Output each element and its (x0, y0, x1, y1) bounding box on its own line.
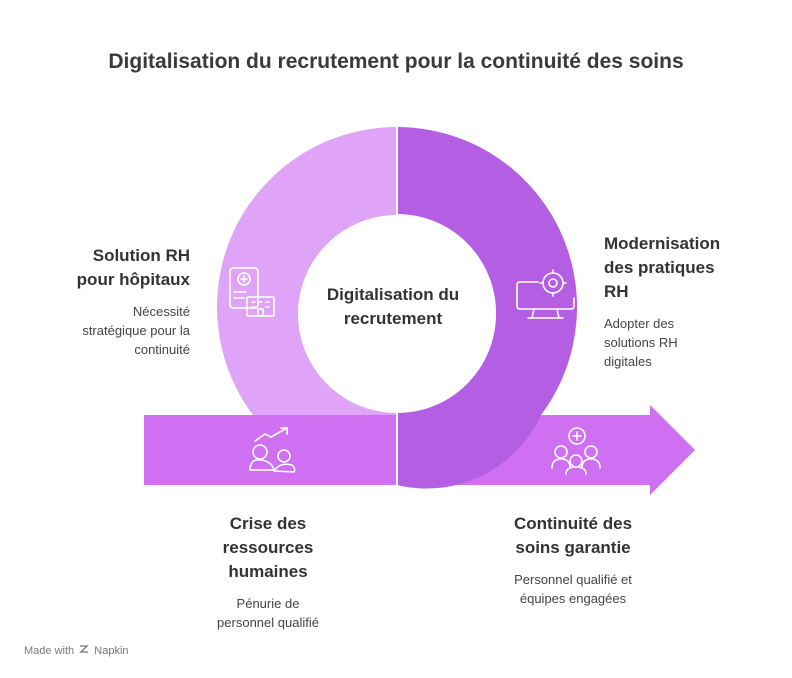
top-left-heading-line2: pour hôpitaux (76, 270, 190, 289)
napkin-attribution[interactable]: Made with Napkin (24, 644, 129, 657)
top-right-heading: Modernisation des pratiques RH (604, 232, 774, 304)
made-with-label: Made with (24, 645, 75, 657)
bottom-left-heading-line2: ressources (222, 538, 314, 557)
bottom-right-heading: Continuité des soins garantie (483, 512, 663, 560)
center-label: Digitalisation du recrutement (303, 283, 483, 331)
bottom-left-description-line2: personnel qualifié (217, 615, 319, 630)
top-left-description-line2: stratégique pour la (82, 323, 190, 338)
bottom-left-description: Pénurie de personnel qualifié (183, 594, 353, 632)
bottom-left-heading-line1: Crise des (229, 514, 307, 533)
top-right-heading-line1: Modernisation (604, 234, 721, 253)
top-right-description-line2: solutions RH (604, 335, 678, 350)
bottom-left-heading-line3: humaines (228, 562, 308, 581)
ring-right-segment (397, 127, 578, 415)
bottom-right-description: Personnel qualifié et équipes engagées (473, 570, 673, 608)
top-left-description: Nécessité stratégique pour la continuité (40, 302, 190, 359)
napkin-brand-label: Napkin (94, 645, 129, 657)
arrow-band (144, 415, 397, 485)
center-circle (298, 215, 496, 413)
top-right-description: Adopter des solutions RH digitales (604, 314, 774, 371)
top-right-description-line3: digitales (604, 354, 652, 369)
top-left-description-line3: continuité (134, 342, 190, 357)
top-right-description-line1: Adopter des (604, 316, 675, 331)
top-left-description-line1: Nécessité (132, 304, 190, 319)
bottom-left-heading: Crise des ressources humaines (183, 512, 353, 584)
top-left-heading-line1: Solution RH (92, 246, 190, 265)
bottom-right-description-line1: Personnel qualifié et (514, 572, 632, 587)
napkin-logo-icon (79, 644, 89, 657)
ring-bottom-right-segment (397, 412, 541, 489)
page-title: Digitalisation du recrutement pour la co… (108, 50, 684, 73)
bottom-right-description-line2: équipes engagées (519, 591, 627, 606)
center-label-line2: recrutement (343, 309, 443, 328)
crisis-trend-icon (249, 427, 296, 473)
hospital-document-icon (229, 267, 275, 317)
center-label-line1: Digitalisation du (326, 285, 460, 304)
top-left-heading: Solution RH pour hôpitaux (40, 244, 190, 292)
computer-gear-icon (516, 269, 575, 319)
top-right-heading-line3: RH (604, 282, 629, 301)
top-right-heading-line2: des pratiques (604, 258, 715, 277)
team-plus-icon (551, 427, 601, 475)
bottom-right-heading-line1: Continuité des (513, 514, 633, 533)
bottom-right-heading-line2: soins garantie (515, 538, 631, 557)
bottom-left-description-line1: Pénurie de (236, 596, 300, 611)
